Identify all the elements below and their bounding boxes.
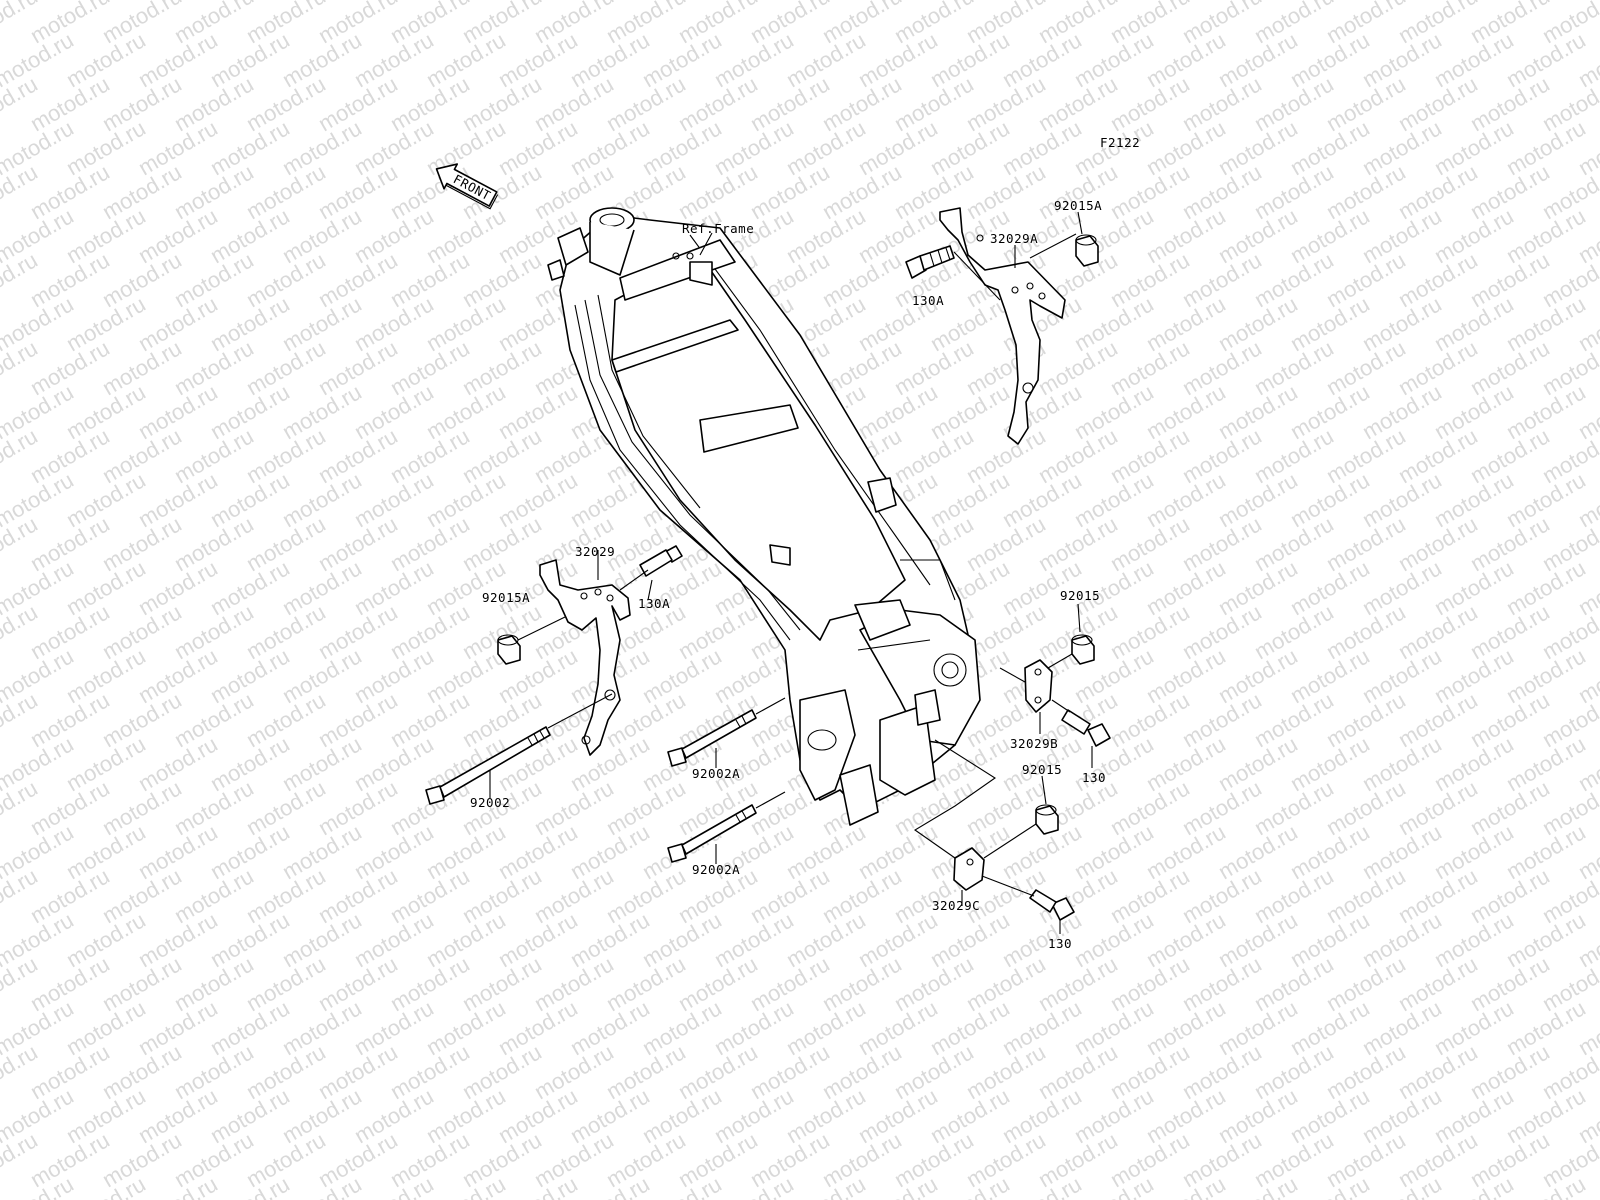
main-frame [547, 207, 981, 826]
bracket-32029 [539, 559, 631, 756]
label-92015-low: 92015 [1022, 762, 1062, 777]
label-130a-top: 130A [912, 293, 944, 308]
diagram-code: F2122 [1100, 135, 1140, 150]
label-92002a-low: 92002A [692, 862, 740, 877]
label-92002a-mid: 92002A [692, 766, 740, 781]
label-32029c: 32029C [932, 898, 980, 913]
nut-92015a-top [1075, 234, 1099, 267]
leader-lines [489, 211, 1093, 934]
label-130a-left: 130A [638, 596, 670, 611]
label-92002: 92002 [470, 795, 510, 810]
label-32029: 32029 [575, 544, 615, 559]
bolt-92002 [425, 726, 551, 805]
label-92015a-top: 92015A [1054, 198, 1102, 213]
bracket-32029a [939, 207, 1066, 445]
label-130-right: 130 [1082, 770, 1106, 785]
label-92015a-left: 92015A [482, 590, 530, 605]
bolt-92002a-low [667, 804, 757, 863]
bolt-92002a-mid [667, 709, 757, 767]
label-32029a: 32029A [990, 231, 1038, 246]
watermark-text: motod.ru [1574, 0, 1600, 4]
bolt-130a-top [905, 245, 955, 279]
part-labels: F2122 Ref.Frame 92015A 32029A 130A 32029… [470, 135, 1140, 951]
label-130-low: 130 [1048, 936, 1072, 951]
bolt-130-right [1061, 709, 1111, 747]
plate-32029b [1024, 659, 1053, 713]
bolt-130-low [1029, 889, 1075, 921]
label-32029b: 32029B [1010, 736, 1058, 751]
bolt-130a-left [639, 545, 683, 577]
label-92015-right: 92015 [1060, 588, 1100, 603]
plate-32029c [953, 847, 985, 891]
ref-frame-label: Ref.Frame [682, 221, 754, 236]
